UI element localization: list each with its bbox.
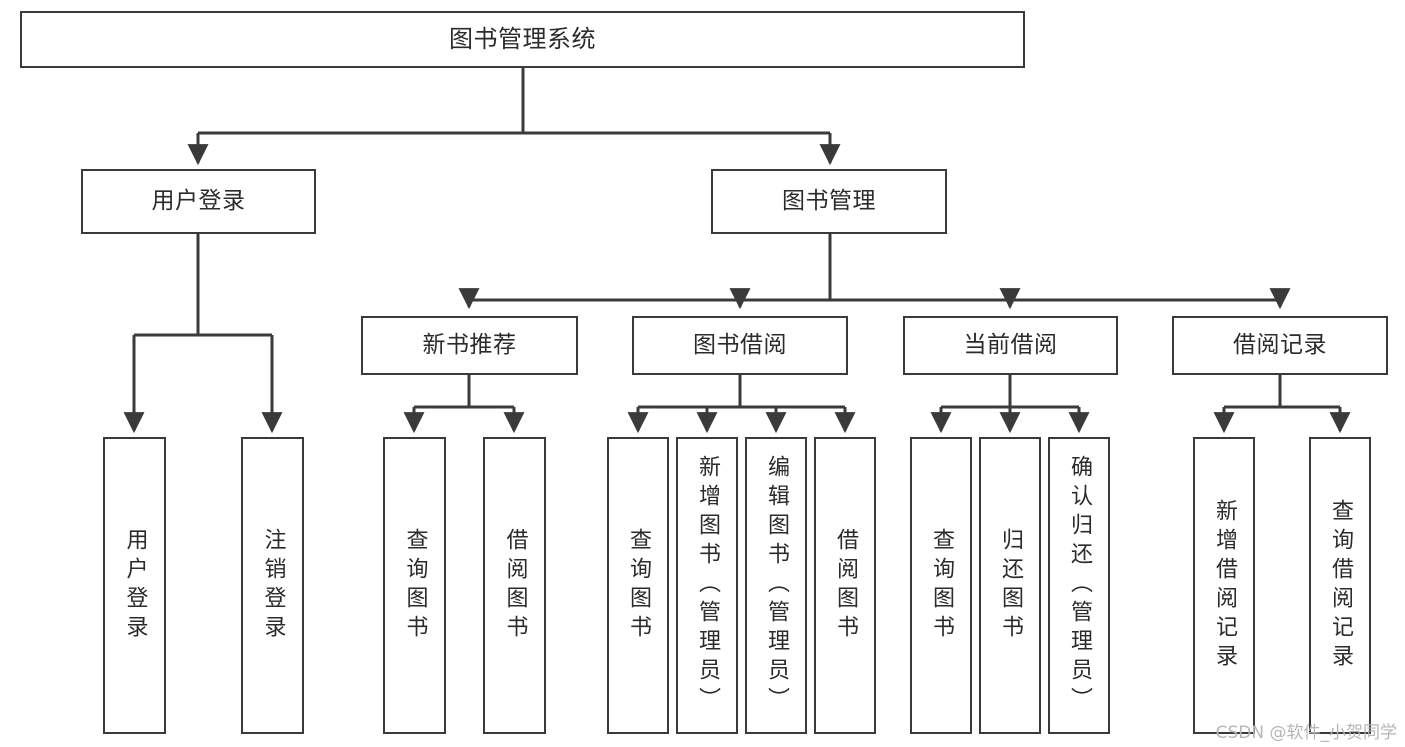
node-label: 图书管理系统 xyxy=(449,25,596,54)
node-label: 查询图书 xyxy=(929,527,954,644)
node-leaf-edit-book[interactable]: 编辑图书（管理员） xyxy=(745,437,807,734)
node-current-borrow[interactable]: 当前借阅 xyxy=(903,316,1118,375)
node-label: 确认归还（管理员） xyxy=(1067,455,1092,716)
node-label: 当前借阅 xyxy=(963,331,1058,358)
node-label: 查询借阅记录 xyxy=(1328,498,1353,673)
node-new-book-recommend[interactable]: 新书推荐 xyxy=(361,316,578,375)
node-label: 新书推荐 xyxy=(422,331,517,358)
node-user-login[interactable]: 用户登录 xyxy=(81,169,316,234)
node-label: 借阅记录 xyxy=(1233,331,1327,358)
node-leaf-add-book[interactable]: 新增图书（管理员） xyxy=(676,437,738,734)
node-leaf-return-book[interactable]: 归还图书 xyxy=(979,437,1041,734)
node-book-management-system[interactable]: 图书管理系统 xyxy=(20,11,1025,68)
node-label: 图书管理 xyxy=(782,187,876,214)
node-leaf-borrow-book-2[interactable]: 借阅图书 xyxy=(814,437,876,734)
node-leaf-query-book-3[interactable]: 查询图书 xyxy=(910,437,972,734)
node-label: 借阅图书 xyxy=(502,527,528,644)
node-label: 归还图书 xyxy=(998,527,1023,644)
node-label: 新增图书（管理员） xyxy=(695,455,720,716)
node-book-manage[interactable]: 图书管理 xyxy=(711,169,947,234)
node-leaf-confirm-return[interactable]: 确认归还（管理员） xyxy=(1048,437,1110,734)
node-label: 注销登录 xyxy=(260,527,286,644)
node-label: 用户登录 xyxy=(151,187,246,214)
node-label: 编辑图书（管理员） xyxy=(764,455,789,716)
node-leaf-query-book-2[interactable]: 查询图书 xyxy=(607,437,669,734)
node-borrow-record[interactable]: 借阅记录 xyxy=(1172,316,1388,375)
node-leaf-user-logout[interactable]: 注销登录 xyxy=(241,437,304,734)
node-leaf-user-login[interactable]: 用户登录 xyxy=(103,437,166,734)
node-leaf-borrow-book-1[interactable]: 借阅图书 xyxy=(483,437,546,734)
node-label: 借阅图书 xyxy=(833,527,858,644)
node-label: 图书借阅 xyxy=(693,331,787,358)
node-leaf-query-book-1[interactable]: 查询图书 xyxy=(383,437,446,734)
node-label: 查询图书 xyxy=(402,527,428,644)
node-label: 查询图书 xyxy=(626,527,651,644)
node-leaf-add-record[interactable]: 新增借阅记录 xyxy=(1193,437,1255,734)
node-leaf-query-record[interactable]: 查询借阅记录 xyxy=(1309,437,1371,734)
node-book-borrow[interactable]: 图书借阅 xyxy=(632,316,848,375)
node-label: 用户登录 xyxy=(122,527,148,644)
node-label: 新增借阅记录 xyxy=(1212,498,1237,673)
